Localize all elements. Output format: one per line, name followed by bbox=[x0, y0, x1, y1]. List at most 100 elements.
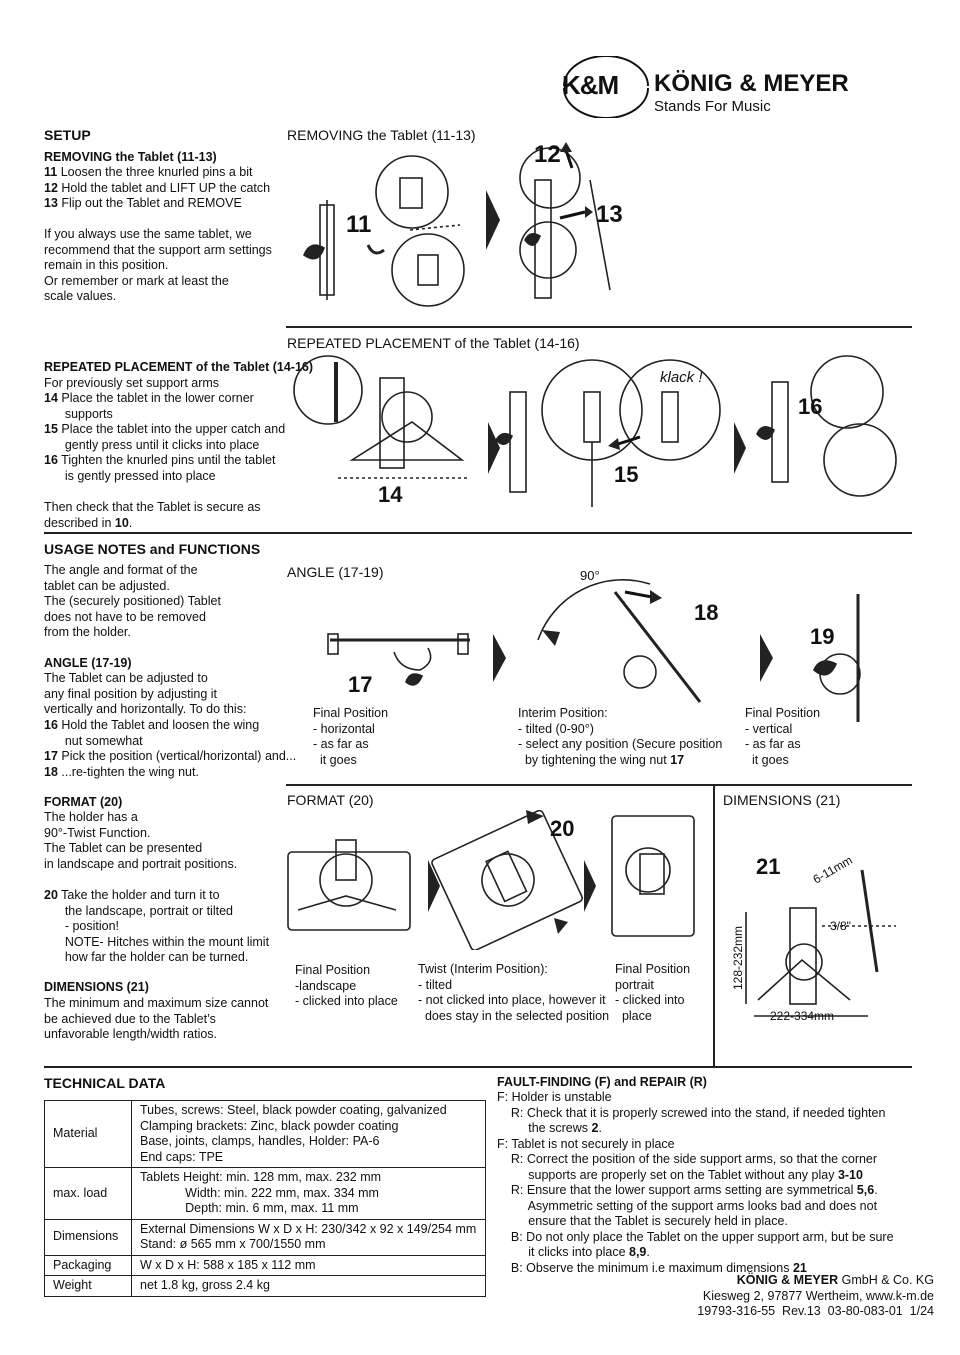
width-range-label: 222-334mm bbox=[770, 1009, 834, 1023]
angle-final-horizontal: Final Position - horizontal - as far as … bbox=[313, 706, 389, 767]
dimensions-text: The minimum and maximum size cannot be a… bbox=[44, 996, 269, 1041]
table-key: Packaging bbox=[44, 1254, 132, 1276]
logo-mark: K&M bbox=[562, 70, 619, 100]
list-item: R: Check that it is properly screwed int… bbox=[510, 1105, 886, 1136]
removing-steps: 11 Loosen the three knurled pins a bit 1… bbox=[44, 165, 270, 212]
logo-emblem-icon bbox=[563, 56, 649, 118]
tech-title: TECHNICAL DATA bbox=[44, 1075, 166, 1091]
list-item: R: Correct the position of the side supp… bbox=[510, 1152, 878, 1182]
list-item: R: Ensure that the lower support arms se… bbox=[497, 1183, 878, 1228]
format-step-20: 20 Take the holder and turn it to the la… bbox=[44, 888, 270, 964]
list-item: F: Tablet is not securely in place bbox=[497, 1136, 675, 1151]
format-fig-caption: FORMAT (20) bbox=[287, 792, 374, 808]
list-item: B: Do not only place the Tablet on the u… bbox=[510, 1229, 894, 1260]
divider bbox=[286, 784, 912, 786]
angle-final-vertical: Final Position - vertical - as far as it… bbox=[745, 706, 821, 767]
step-11: 11 Loosen the three knurled pins a bit bbox=[44, 165, 253, 179]
repeated-fig-caption: REPEATED PLACEMENT of the Tablet (14-16) bbox=[287, 335, 580, 351]
brand-tagline: Stands For Music bbox=[654, 98, 771, 115]
table-key: Material bbox=[44, 1100, 132, 1168]
footer-company: KÖNIG & MEYER GmbH & Co. KG bbox=[736, 1273, 934, 1287]
format-intro: The holder has a 90°-Twist Function. The… bbox=[44, 810, 238, 871]
table-value: Tablets Height: min. 128 mm, max. 232 mm… bbox=[131, 1167, 486, 1220]
footer: KÖNIG & MEYER GmbH & Co. KG Kiesweg 2, 9… bbox=[697, 1273, 934, 1320]
removing-illustration: 11 12 13 bbox=[303, 141, 623, 307]
klack-label: klack ! bbox=[660, 369, 703, 386]
angle-illustration: 90° 17 18 19 bbox=[327, 568, 861, 722]
dimensions-fig-caption: DIMENSIONS (21) bbox=[723, 792, 841, 808]
angle-interim: Interim Position: - tilted (0-90°) - sel… bbox=[518, 706, 723, 767]
angle-fig-caption: ANGLE (17-19) bbox=[287, 564, 384, 580]
table-key: Dimensions bbox=[44, 1218, 132, 1256]
dimensions-illustration: 21 6-11mm 3/8" 128-232mm 222-334mm bbox=[731, 853, 896, 1023]
repeated-title: REPEATED PLACEMENT of the Tablet (14-16) bbox=[44, 360, 314, 374]
repeated-note: Then check that the Tablet is secure as … bbox=[44, 500, 261, 530]
removing-title: REMOVING the Tablet (11-13) bbox=[44, 150, 217, 164]
format-title: FORMAT (20) bbox=[44, 795, 123, 809]
fig-number-13: 13 bbox=[596, 201, 623, 228]
divider-vertical bbox=[713, 784, 715, 1066]
removing-fig-caption: REMOVING the Tablet (11-13) bbox=[287, 127, 476, 143]
angle-90-label: 90° bbox=[580, 568, 600, 583]
usage-intro: The angle and format of the tablet can b… bbox=[44, 563, 221, 639]
brand-name: KÖNIG & MEYER bbox=[654, 70, 849, 97]
fig-number-11: 11 bbox=[346, 211, 371, 238]
step-16: 16 Tighten the knurled pins until the ta… bbox=[44, 453, 276, 483]
fig-number-17: 17 bbox=[348, 672, 372, 697]
thread-label: 3/8" bbox=[830, 919, 851, 933]
fig-number-12: 12 bbox=[534, 141, 561, 168]
table-key: max. load bbox=[44, 1167, 132, 1220]
angle-steps: 16 Hold the Tablet and loosen the wing n… bbox=[44, 718, 296, 780]
list-item: F: Holder is unstable bbox=[497, 1090, 612, 1104]
fig-number-20: 20 bbox=[550, 816, 574, 841]
angle-intro: The Tablet can be adjusted to any final … bbox=[44, 671, 247, 716]
table-key: Weight bbox=[44, 1275, 132, 1297]
format-illustration: 20 bbox=[287, 809, 695, 950]
height-range-label: 128-232mm bbox=[731, 926, 745, 990]
angle-title: ANGLE (17-19) bbox=[44, 656, 132, 670]
divider bbox=[44, 532, 912, 534]
fig-number-19: 19 bbox=[810, 624, 834, 649]
table-value: External Dimensions W x D x H: 230/342 x… bbox=[131, 1218, 486, 1256]
step-13: 13 Flip out the Tablet and REMOVE bbox=[44, 196, 242, 210]
brand-logo: K&M KÖNIG & MEYER Stands For Music bbox=[556, 56, 916, 120]
step-14: 14 Place the tablet in the lower corner … bbox=[44, 391, 254, 421]
step-18: 18 ...re-tighten the wing nut. bbox=[44, 764, 199, 779]
format-portrait: Final Position portrait - clicked into p… bbox=[615, 962, 691, 1023]
step-17: 17 Pick the position (vertical/horizonta… bbox=[44, 749, 297, 763]
format-landscape: Final Position -landscape - clicked into… bbox=[295, 963, 398, 1008]
depth-label: 6-11mm bbox=[811, 853, 855, 887]
setup-title: SETUP bbox=[44, 127, 91, 143]
fig-number-16: 16 bbox=[798, 394, 822, 419]
repeated-steps: 14 Place the tablet in the lower corner … bbox=[44, 391, 285, 484]
divider bbox=[44, 1066, 912, 1068]
step-12: 12 Hold the tablet and LIFT UP the catch bbox=[44, 180, 271, 195]
step-15: 15 Place the tablet into the upper catch… bbox=[44, 422, 286, 452]
list-item: B: Observe the minimum i.e maximum dimen… bbox=[497, 1260, 807, 1275]
dimensions-title: DIMENSIONS (21) bbox=[44, 980, 149, 994]
fig-number-15: 15 bbox=[614, 462, 638, 487]
repeated-intro: For previously set support arms bbox=[44, 376, 220, 390]
fault-title: FAULT-FINDING (F) and REPAIR (R) bbox=[497, 1075, 707, 1089]
step-16-angle: 16 Hold the Tablet and loosen the wing n… bbox=[44, 718, 260, 748]
table-value: W x D x H: 588 x 185 x 112 mm bbox=[131, 1254, 486, 1276]
footer-doc-number: 19793-316-55 Rev.13 03-80-083-01 1/24 bbox=[697, 1304, 934, 1318]
repeated-illustration: 14 15 16 klack ! bbox=[293, 355, 897, 507]
removing-note: If you always use the same tablet, we re… bbox=[44, 227, 272, 303]
footer-address: Kiesweg 2, 97877 Wertheim, www.k-m.de bbox=[702, 1288, 934, 1303]
format-twist: Twist (Interim Position): - tilted - not… bbox=[418, 962, 610, 1023]
usage-title: USAGE NOTES and FUNCTIONS bbox=[44, 541, 261, 557]
divider bbox=[286, 326, 912, 328]
fault-list: F: Holder is unstable R: Check that it i… bbox=[497, 1090, 894, 1276]
table-value: net 1.8 kg, gross 2.4 kg bbox=[131, 1275, 486, 1297]
fig-number-18: 18 bbox=[694, 600, 718, 625]
fig-number-21: 21 bbox=[756, 854, 780, 879]
table-value: Tubes, screws: Steel, black powder coati… bbox=[131, 1100, 486, 1168]
fig-number-14: 14 bbox=[378, 482, 403, 507]
